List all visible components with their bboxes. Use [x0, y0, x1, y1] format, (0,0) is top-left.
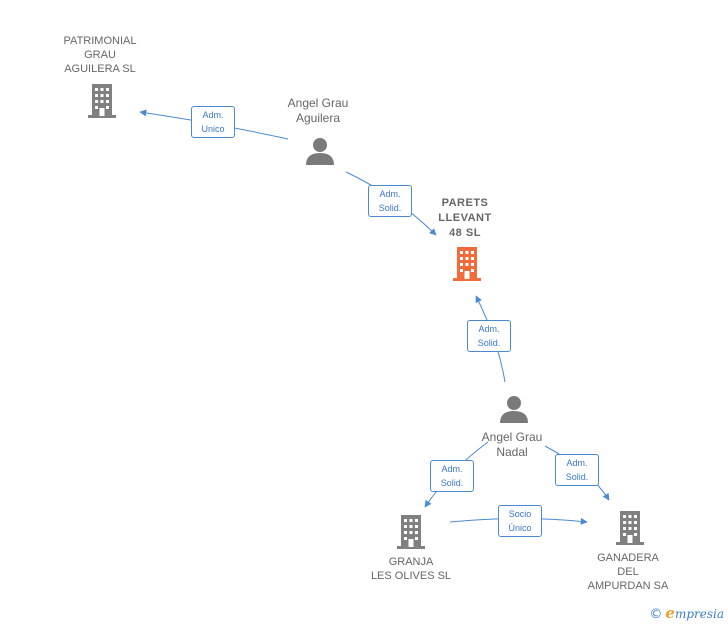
building-icon[interactable] — [395, 515, 427, 549]
edge-label-line: Adm. — [202, 110, 224, 120]
edge-label-line: Socio — [508, 509, 532, 519]
node-label-parets[interactable]: PARETS LLEVANT 48 SL — [415, 196, 515, 241]
node-label-granja[interactable]: GRANJA LES OLIVES SL — [356, 555, 466, 583]
label-line: GANADERA — [597, 552, 659, 564]
edge-label-line: Solid. — [378, 203, 402, 213]
copyright-symbol: © — [649, 607, 663, 622]
edge-label-adm-solid: Adm. Solid. — [368, 185, 412, 217]
label-line: Nadal — [496, 445, 528, 459]
edge-label-line: Solid. — [440, 478, 464, 488]
node-label-patrimonial[interactable]: PATRIMONIAL GRAU AGUILERA SL — [50, 34, 150, 76]
label-line: AMPURDAN SA — [587, 580, 669, 592]
label-line: AGUILERA SL — [64, 63, 136, 75]
edge-label-adm-solid: Adm. Solid. — [467, 320, 511, 352]
edge-label-socio-unico: Socio Único — [498, 505, 542, 537]
person-icon[interactable] — [305, 136, 335, 166]
building-icon[interactable] — [86, 84, 118, 118]
node-label-angel-aguilera[interactable]: Angel Grau Aguilera — [268, 96, 368, 126]
building-icon[interactable] — [614, 511, 646, 545]
person-icon[interactable] — [499, 394, 529, 424]
edge-label-adm-solid: Adm. Solid. — [430, 460, 474, 492]
label-line: DEL — [617, 566, 639, 578]
label-line: LLEVANT — [438, 212, 492, 224]
edge-label-line: Solid. — [477, 338, 501, 348]
label-line: LES OLIVES SL — [370, 570, 452, 582]
brand-name: mpresia — [674, 607, 724, 621]
building-icon[interactable] — [451, 247, 483, 281]
node-label-ganadera[interactable]: GANADERA DEL AMPURDAN SA — [578, 551, 678, 593]
edge-label-line: Adm. — [478, 324, 500, 334]
label-line: Aguilera — [295, 111, 341, 125]
node-label-angel-nadal[interactable]: Angel Grau Nadal — [462, 430, 562, 460]
edge-label-line: Unico — [201, 124, 225, 134]
label-line: Angel Grau — [287, 96, 349, 110]
label-line: PARETS — [441, 197, 489, 209]
edge-label-adm-unico: Adm. Unico — [191, 106, 235, 138]
label-line: GRAU — [84, 49, 116, 61]
edge-label-line: Único — [508, 523, 532, 533]
edge-label-line: Adm. — [441, 464, 463, 474]
label-line: Angel Grau — [481, 430, 543, 444]
brand-initial: e — [665, 604, 675, 622]
brand-logo[interactable]: ©empresia — [649, 604, 724, 622]
edge-label-line: Adm. — [379, 189, 401, 199]
label-line: 48 SL — [449, 227, 481, 239]
edge-label-line: Adm. — [566, 458, 588, 468]
label-line: PATRIMONIAL — [63, 35, 137, 47]
edge-label-line: Solid. — [565, 472, 589, 482]
edge-label-adm-solid: Adm. Solid. — [555, 454, 599, 486]
label-line: GRANJA — [388, 556, 434, 568]
